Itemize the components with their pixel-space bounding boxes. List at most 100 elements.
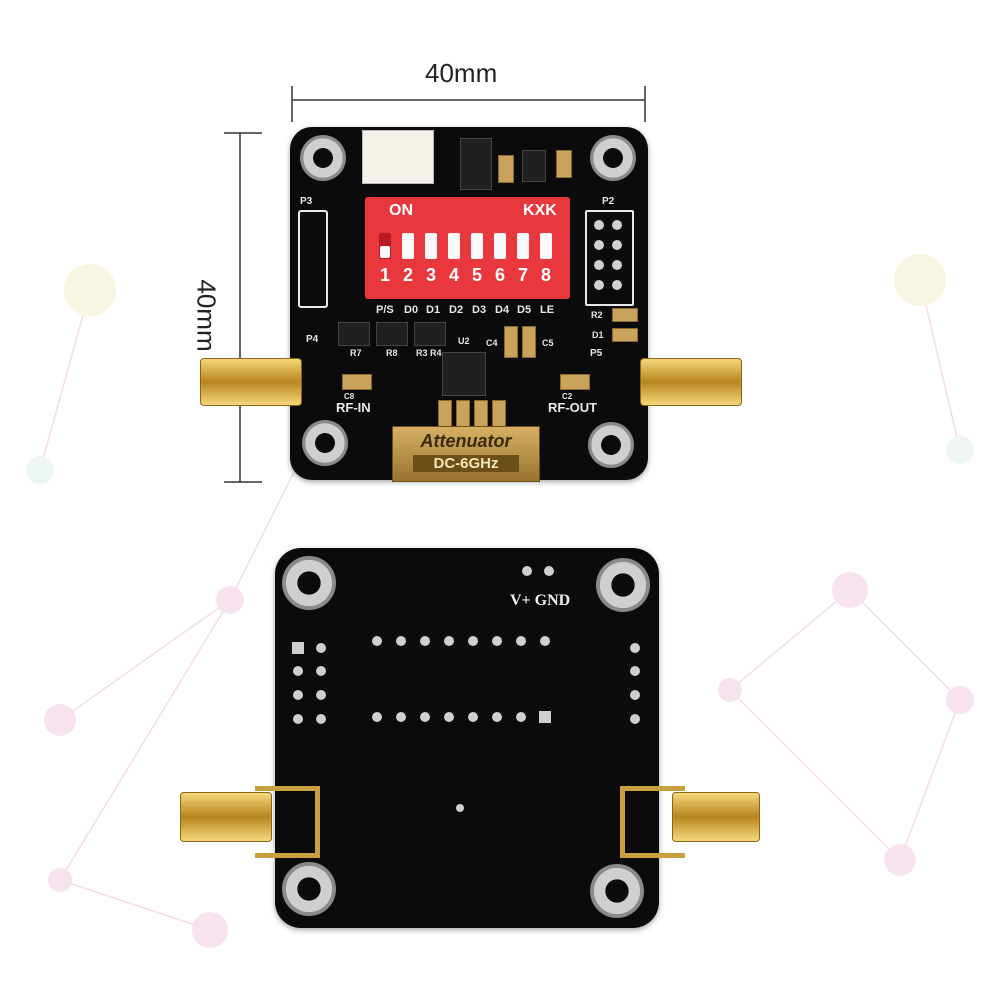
- attenuator-label-plate: Attenuator DC-6GHz: [392, 426, 540, 482]
- resistor-array: [376, 322, 408, 346]
- ref-label-r3: R3: [416, 348, 428, 358]
- rf-out-label: RF-OUT: [548, 400, 598, 415]
- capacitor-c4: [504, 326, 518, 358]
- switch-number: 4: [448, 265, 459, 285]
- header-pad: [293, 690, 303, 700]
- switch-number: 2: [402, 265, 413, 285]
- dip-pin: [444, 712, 454, 722]
- via: [456, 804, 464, 812]
- mounting-hole-top-left: [300, 135, 346, 181]
- dip-pin: [420, 712, 430, 722]
- dip-pin: [468, 712, 478, 722]
- dip-switch-1[interactable]: [379, 233, 391, 259]
- ref-label-r8: R8: [386, 348, 398, 358]
- dip-pin: [468, 636, 478, 646]
- smd-pad: [456, 400, 470, 428]
- ref-label-r2: R2: [591, 310, 603, 320]
- power-label: V+ GND: [510, 592, 571, 609]
- mounting-hole-bottom-right: [588, 422, 634, 468]
- ref-label-r4: R4: [430, 348, 442, 358]
- pin-label: D3: [472, 304, 487, 316]
- header-pad: [630, 643, 640, 653]
- rf-in-label: RF-IN: [336, 400, 371, 415]
- capacitor-c5: [522, 326, 536, 358]
- capacitor-c2: [560, 374, 590, 390]
- ref-label-c4: C4: [486, 338, 498, 348]
- mounting-hole-top-right: [596, 558, 650, 612]
- led-d1: [612, 328, 638, 342]
- switch-on-label: ON: [389, 202, 413, 219]
- pin-label: D0: [404, 304, 419, 316]
- sma-connector-left: [180, 792, 272, 842]
- dip-switch-8[interactable]: [540, 233, 552, 259]
- dip-pin: [516, 712, 526, 722]
- header-pad: [293, 714, 303, 724]
- smd-pad: [474, 400, 488, 428]
- power-pad-gnd: [544, 566, 554, 576]
- dip-switch-5[interactable]: [471, 233, 483, 259]
- header-pin: [612, 260, 622, 270]
- pin-label: D4: [495, 304, 510, 316]
- header-pin: [594, 280, 604, 290]
- header-p3: [298, 210, 328, 308]
- resistor-array: [338, 322, 370, 346]
- dip-pin: [492, 712, 502, 722]
- smd-pad: [492, 400, 506, 428]
- sma-connector-right: [672, 792, 760, 842]
- dip-switch-6[interactable]: [494, 233, 506, 259]
- dip-switch-4[interactable]: [448, 233, 460, 259]
- pin-label: D5: [517, 304, 532, 316]
- ref-label-p2: P2: [602, 196, 615, 207]
- header-pad: [630, 690, 640, 700]
- header-pad: [316, 714, 326, 724]
- header-pin: [612, 220, 622, 230]
- capacitor: [498, 155, 514, 183]
- dip-pin: [492, 636, 502, 646]
- switch-number: 5: [471, 265, 482, 285]
- dip-pin: [396, 712, 406, 722]
- pin-label: D2: [449, 304, 464, 316]
- power-connector: [362, 130, 434, 184]
- dip-pin: [372, 712, 382, 722]
- smd-pad: [438, 400, 452, 428]
- mounting-hole-bottom-right: [590, 864, 644, 918]
- sma-mount-left: [255, 786, 320, 858]
- dip-switch-7[interactable]: [517, 233, 529, 259]
- header-pin: [594, 240, 604, 250]
- header-pad: [316, 690, 326, 700]
- pin-label: P/S: [376, 304, 394, 316]
- dip-pin: [516, 636, 526, 646]
- ref-label-c2: C2: [562, 392, 573, 401]
- height-dimension-label: 40mm: [191, 279, 222, 352]
- dip-switch-3[interactable]: [425, 233, 437, 259]
- mounting-hole-top-left: [282, 556, 336, 610]
- plate-title: Attenuator: [420, 431, 512, 451]
- header-pin: [594, 220, 604, 230]
- dip-switch[interactable]: ON KXK 1 2 3 4 5 6 7 8: [365, 197, 570, 299]
- sma-mount-right: [620, 786, 685, 858]
- dip-pin: [372, 636, 382, 646]
- sma-connector-rf-in: [200, 358, 302, 406]
- ref-label-d1: D1: [592, 330, 604, 340]
- capacitor: [556, 150, 572, 178]
- pcb-bottom-board: [275, 548, 659, 928]
- ref-label-p4: P4: [306, 334, 319, 345]
- dip-switch-2[interactable]: [402, 233, 414, 259]
- regulator-u1: [522, 150, 546, 182]
- resistor-r2: [612, 308, 638, 322]
- mounting-hole-bottom-left: [302, 420, 348, 466]
- header-pad: [630, 666, 640, 676]
- dip-pin: [396, 636, 406, 646]
- ref-label-c5: C5: [542, 338, 554, 348]
- inductor: [460, 138, 492, 190]
- header-p2: [585, 210, 634, 306]
- plate-subtitle: DC-6GHz: [413, 455, 519, 472]
- dip-pin: [420, 636, 430, 646]
- dip-pin-square: [539, 711, 551, 723]
- header-pin: [612, 240, 622, 250]
- ref-label-c8: C8: [344, 392, 355, 401]
- switch-number: 6: [494, 265, 505, 285]
- ref-label-p3: P3: [300, 196, 313, 207]
- ref-label-r7: R7: [350, 348, 362, 358]
